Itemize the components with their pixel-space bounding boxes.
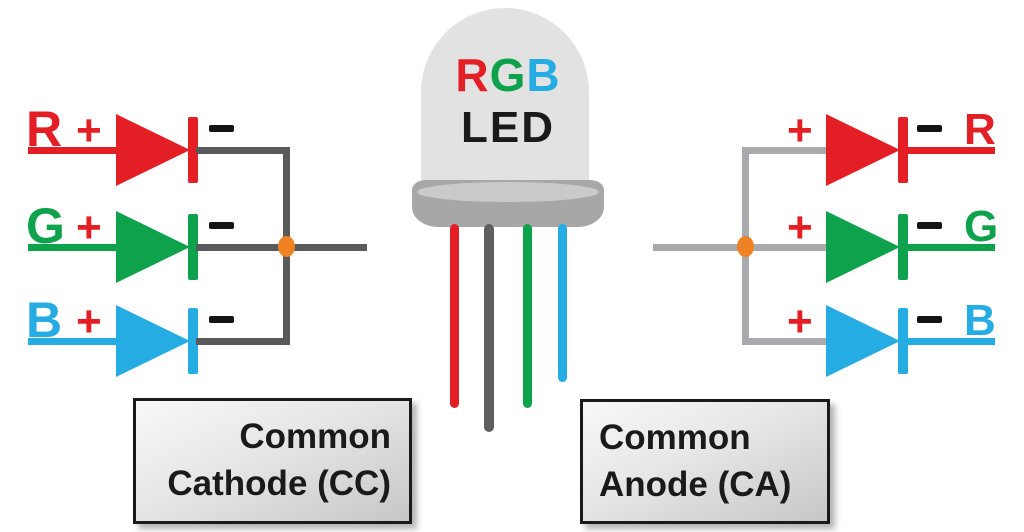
led-leg-common bbox=[484, 224, 494, 432]
diode-triangle-r-right bbox=[826, 114, 900, 186]
left-plus-sign-g: + bbox=[76, 203, 102, 252]
right-anode-wire-r bbox=[746, 147, 827, 154]
rgb-label-r: R bbox=[455, 49, 490, 101]
right-junction-dot bbox=[737, 236, 754, 257]
led-dome bbox=[421, 8, 589, 186]
left-plus-sign-b: + bbox=[76, 297, 102, 346]
right-plus-sign-g: + bbox=[787, 203, 813, 252]
diode-triangle-b-left bbox=[116, 305, 190, 377]
left-plus-sign-r: + bbox=[76, 106, 102, 155]
left-anode-wire-r bbox=[28, 147, 118, 154]
common-anode-caption-line1: Common bbox=[599, 418, 751, 457]
led-leg-blue bbox=[558, 224, 567, 382]
left-minus-sign-b: − bbox=[209, 316, 234, 323]
diode-cathode-bar-g-left bbox=[188, 214, 198, 280]
left-common-terminal-wire bbox=[288, 244, 367, 251]
left-anode-wire-g bbox=[28, 244, 118, 251]
right-anode-wire-g bbox=[746, 244, 827, 251]
rgb-label: RGB bbox=[412, 52, 604, 98]
led-leg-green bbox=[523, 224, 532, 408]
led-leg-red bbox=[450, 224, 459, 408]
right-cathode-wire-r bbox=[906, 147, 995, 154]
common-cathode-caption-line1: Common bbox=[239, 417, 391, 456]
right-common-terminal-wire bbox=[653, 244, 746, 251]
led-base-top-surface bbox=[417, 182, 599, 202]
left-junction-dot bbox=[278, 236, 295, 257]
left-cathode-wire-r bbox=[196, 147, 290, 154]
right-pin-label-b: B bbox=[964, 296, 996, 345]
diode-cathode-bar-b-left bbox=[188, 308, 198, 374]
left-anode-wire-b bbox=[28, 338, 118, 345]
rgb-label-g: G bbox=[489, 49, 527, 101]
diode-triangle-g-right bbox=[826, 211, 900, 283]
diode-triangle-g-left bbox=[116, 211, 190, 283]
right-plus-sign-b: + bbox=[787, 297, 813, 346]
right-pin-label-g: G bbox=[964, 202, 999, 251]
rgb-label-b: B bbox=[526, 49, 561, 101]
right-minus-sign-b: − bbox=[917, 316, 942, 323]
right-cathode-wire-b bbox=[906, 338, 995, 345]
common-anode-caption-line2: Anode (CA) bbox=[599, 465, 792, 504]
right-minus-sign-r: − bbox=[917, 125, 942, 132]
right-anode-wire-b bbox=[746, 338, 827, 345]
left-cathode-wire-b bbox=[196, 338, 290, 345]
diode-cathode-bar-r-left bbox=[188, 117, 198, 183]
diode-cathode-bar-r-right bbox=[898, 117, 908, 183]
right-pin-label-r: R bbox=[964, 105, 996, 154]
common-anode-caption-box: Common Anode (CA) bbox=[580, 399, 830, 524]
led-label: LED bbox=[461, 103, 555, 152]
common-cathode-caption-box: Common Cathode (CC) bbox=[133, 398, 412, 524]
left-cathode-wire-g bbox=[196, 244, 290, 251]
right-plus-sign-r: + bbox=[787, 106, 813, 155]
diode-triangle-b-right bbox=[826, 305, 900, 377]
right-minus-sign-g: − bbox=[917, 222, 942, 229]
left-pin-label-g: G bbox=[26, 198, 65, 254]
diode-cathode-bar-g-right bbox=[898, 214, 908, 280]
left-pin-label-r: R bbox=[26, 101, 63, 157]
common-cathode-caption-line2: Cathode (CC) bbox=[167, 464, 391, 503]
left-minus-sign-g: − bbox=[209, 222, 234, 229]
left-pin-label-b: B bbox=[26, 292, 63, 348]
right-cathode-wire-g bbox=[906, 244, 995, 251]
diode-cathode-bar-b-right bbox=[898, 308, 908, 374]
left-minus-sign-r: − bbox=[209, 125, 234, 132]
diode-triangle-r-left bbox=[116, 114, 190, 186]
